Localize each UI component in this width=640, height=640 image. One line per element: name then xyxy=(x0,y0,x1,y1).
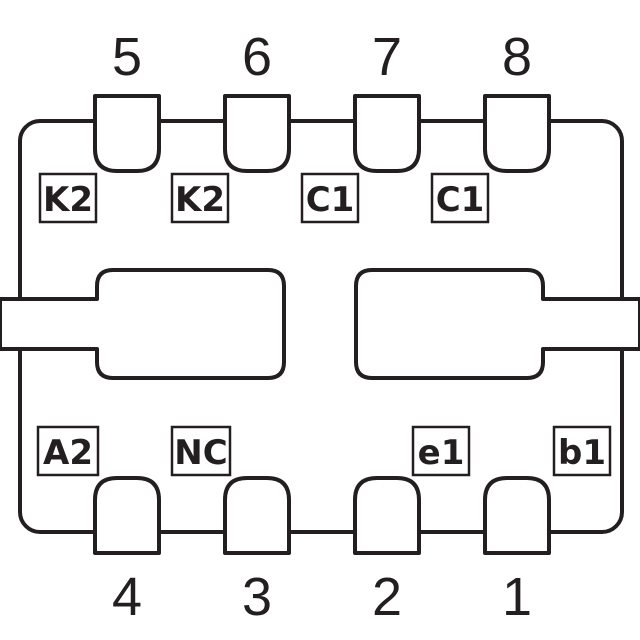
pin-label-box xyxy=(38,172,98,224)
pin-label-box xyxy=(552,425,612,477)
pin-6-tab xyxy=(223,94,291,173)
pin-1-tab xyxy=(483,476,551,555)
pin-5-tab xyxy=(93,94,161,173)
pin-label-box xyxy=(170,172,230,224)
pin-number: 5 xyxy=(112,27,142,87)
thermal-pad-right xyxy=(354,268,640,380)
pin-label-box xyxy=(411,425,471,477)
pin-number: 7 xyxy=(372,27,402,87)
pin-label: e1 xyxy=(418,433,465,473)
pin-3-tab xyxy=(223,476,291,555)
pin-4-tab xyxy=(93,476,161,555)
pin-number: 4 xyxy=(112,567,142,627)
pin-label: K2 xyxy=(175,180,225,220)
pin-label: C1 xyxy=(306,180,355,220)
pin-number: 1 xyxy=(502,567,532,627)
pin-label: C1 xyxy=(436,180,485,220)
pin-label-box xyxy=(430,172,490,224)
pin-8-tab xyxy=(483,94,551,173)
pin-label: K2 xyxy=(43,180,93,220)
pin-number: 8 xyxy=(502,27,532,87)
pin-2-tab xyxy=(353,476,421,555)
pin-number: 2 xyxy=(372,567,402,627)
pin-number: 6 xyxy=(242,27,272,87)
pin-label: b1 xyxy=(558,433,606,473)
pin-label-box xyxy=(36,425,100,477)
pin-7-tab xyxy=(353,94,421,173)
pin-number: 3 xyxy=(242,567,272,627)
pin-label: A2 xyxy=(43,433,93,473)
pin-label-box xyxy=(300,172,360,224)
pin-label: NC xyxy=(174,433,227,473)
thermal-pad-left xyxy=(0,268,286,380)
pin-label-box xyxy=(170,425,232,477)
